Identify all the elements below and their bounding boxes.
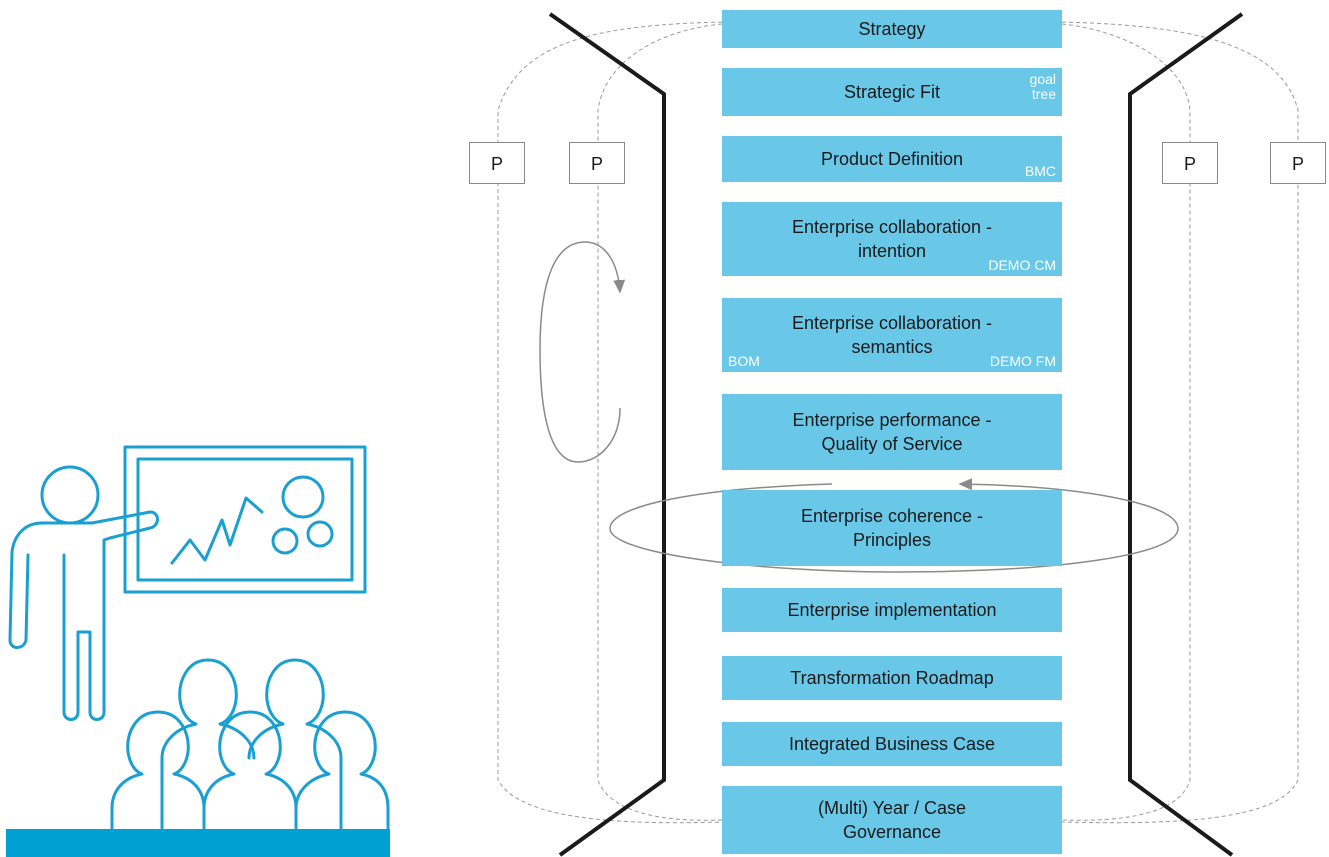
layer-label: Enterprise coherence - Principles [800, 506, 984, 550]
p-marker-1: P [469, 142, 525, 184]
layer-tag: BMC [1024, 163, 1056, 179]
layer-label: Enterprise collaboration - semantics [791, 313, 993, 357]
layer-tag-left: BOM [728, 353, 760, 369]
layer-label: Enterprise performance - Quality of Serv… [792, 410, 992, 454]
layer-business-case: Integrated Business Case [722, 722, 1062, 766]
presenter-with-whiteboard-icon [8, 445, 390, 830]
audience-icon [110, 658, 390, 830]
coherence-ellipse [609, 478, 1179, 573]
layer-label: Product Definition [820, 149, 964, 169]
layer-strategy: Strategy [722, 10, 1062, 48]
dashed-loops-right [1061, 21, 1299, 824]
dashed-loops-left [497, 21, 723, 824]
layer-performance: Enterprise performance - Quality of Serv… [722, 394, 1062, 470]
layer-product-definition: Product Definition BMC [722, 136, 1062, 182]
frame-lines [548, 12, 1244, 857]
layer-tag: goal tree [1029, 71, 1056, 102]
layer-transformation-roadmap: Transformation Roadmap [722, 656, 1062, 700]
layer-strategic-fit: Strategic Fit goal tree [722, 68, 1062, 116]
layer-label: (Multi) Year / Case Governance [817, 798, 967, 842]
layer-label: Transformation Roadmap [790, 668, 994, 688]
layer-collaboration-intention: Enterprise collaboration - intention DEM… [722, 202, 1062, 276]
layer-tag: DEMO FM [989, 353, 1056, 369]
layer-label: Strategy [858, 19, 926, 39]
p-marker-4: P [1270, 142, 1326, 184]
layer-label: Enterprise collaboration - intention [791, 217, 993, 261]
layer-label: Enterprise implementation [787, 600, 997, 620]
layer-implementation: Enterprise implementation [722, 588, 1062, 632]
p-marker-2: P [569, 142, 625, 184]
layer-label: Strategic Fit [843, 82, 941, 102]
p-marker-3: P [1162, 142, 1218, 184]
layer-collaboration-semantics: Enterprise collaboration - semantics BOM… [722, 298, 1062, 372]
floor-bar [6, 829, 390, 857]
layer-label: Integrated Business Case [788, 734, 996, 754]
layer-tag: DEMO CM [988, 257, 1056, 273]
layer-governance: (Multi) Year / Case Governance [722, 786, 1062, 854]
cycle-arrow [539, 241, 626, 463]
layer-coherence: Enterprise coherence - Principles [722, 490, 1062, 566]
